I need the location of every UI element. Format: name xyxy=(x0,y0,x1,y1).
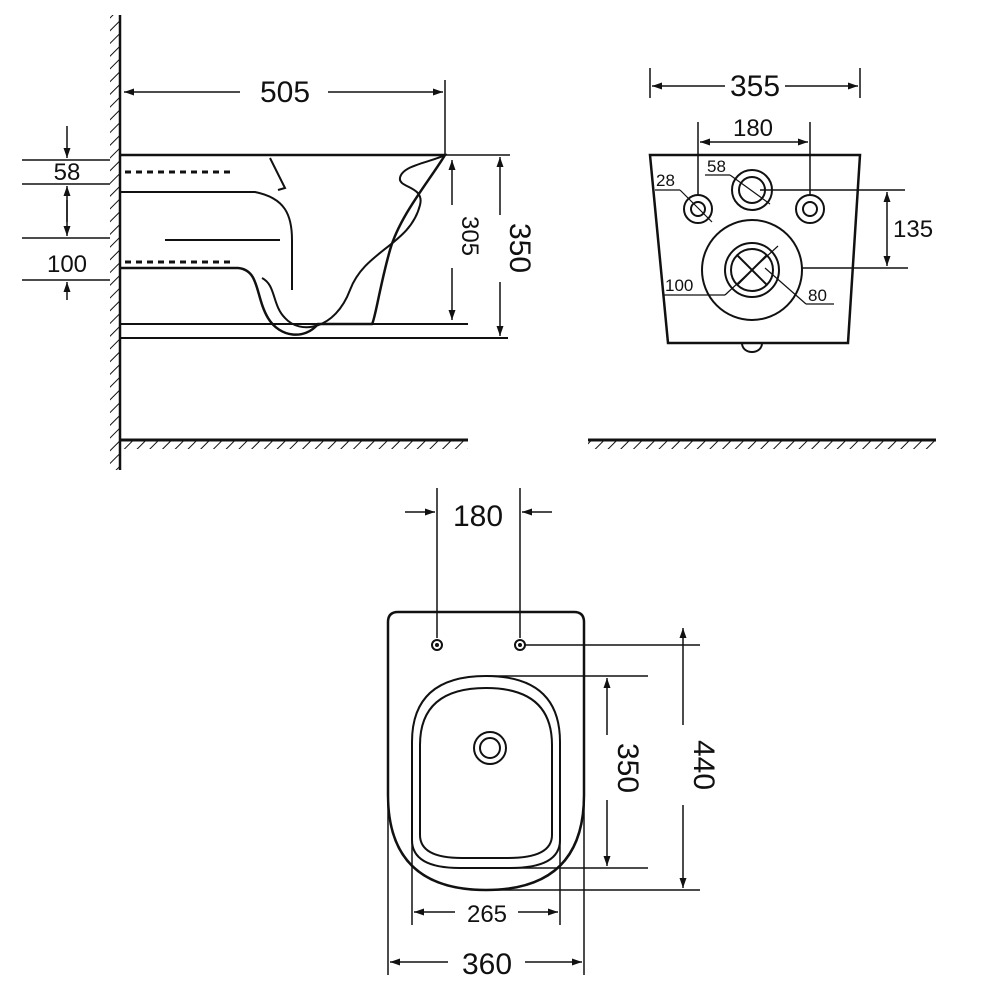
label-440: 440 xyxy=(687,740,720,790)
label-58-side: 58 xyxy=(54,159,81,186)
bowl-opening xyxy=(419,686,553,859)
label-265: 265 xyxy=(467,901,507,928)
label-505: 505 xyxy=(260,76,310,109)
top-view: 180 440 350 265 xyxy=(386,488,720,981)
label-28: 28 xyxy=(656,171,675,190)
rim-inner xyxy=(261,154,446,329)
dim-350-top: 350 xyxy=(486,675,648,869)
floor-right xyxy=(588,438,936,449)
bolt-hole-left xyxy=(683,194,713,224)
dim-58: 58 xyxy=(22,126,110,222)
dim-305: 305 xyxy=(448,160,483,320)
dim-355: 355 xyxy=(649,68,861,103)
dim-440: 440 xyxy=(486,628,720,891)
side-view: 505 350 305 58 100 xyxy=(22,15,536,470)
label-80: 80 xyxy=(808,286,827,305)
bowl-wall xyxy=(269,157,287,191)
bolt-holes-top xyxy=(431,639,526,651)
label-135: 135 xyxy=(893,216,933,243)
dim-505: 505 xyxy=(124,76,446,155)
dim-180-top: 180 xyxy=(405,488,552,638)
dim-360: 360 xyxy=(387,800,585,981)
label-360: 360 xyxy=(462,948,512,981)
wall xyxy=(110,15,122,470)
label-350-top: 350 xyxy=(611,743,644,793)
rear-view: 355 180 58 28 135 10 xyxy=(588,68,936,449)
label-100-side: 100 xyxy=(47,251,87,278)
label-355: 355 xyxy=(730,70,780,103)
bolt-hole-right xyxy=(795,194,825,224)
toilet-top-rim xyxy=(411,674,561,869)
label-180-rear: 180 xyxy=(733,115,773,142)
dim-265: 265 xyxy=(411,800,561,928)
dim-100: 100 xyxy=(22,200,110,300)
dim-58-rear: 58 xyxy=(705,157,771,205)
drain-hole xyxy=(473,731,507,765)
dim-135: 135 xyxy=(760,189,933,269)
label-350-side: 350 xyxy=(503,223,536,273)
label-100-rear: 100 xyxy=(665,276,693,295)
toilet-top-outline xyxy=(386,610,586,892)
dim-100-rear: 100 xyxy=(663,245,779,296)
label-180-top: 180 xyxy=(453,500,503,533)
rear-bottom-bump xyxy=(741,342,763,353)
floor-left xyxy=(120,438,468,449)
dim-28-rear: 28 xyxy=(655,171,713,223)
label-305: 305 xyxy=(456,216,483,256)
dim-80-rear: 80 xyxy=(764,267,834,305)
toilet-rear-outline xyxy=(648,153,862,345)
bowl-inner xyxy=(120,191,293,290)
dim-180-rear: 180 xyxy=(697,115,811,195)
label-58-rear: 58 xyxy=(707,157,726,176)
dim-350-side: 350 xyxy=(445,154,536,336)
